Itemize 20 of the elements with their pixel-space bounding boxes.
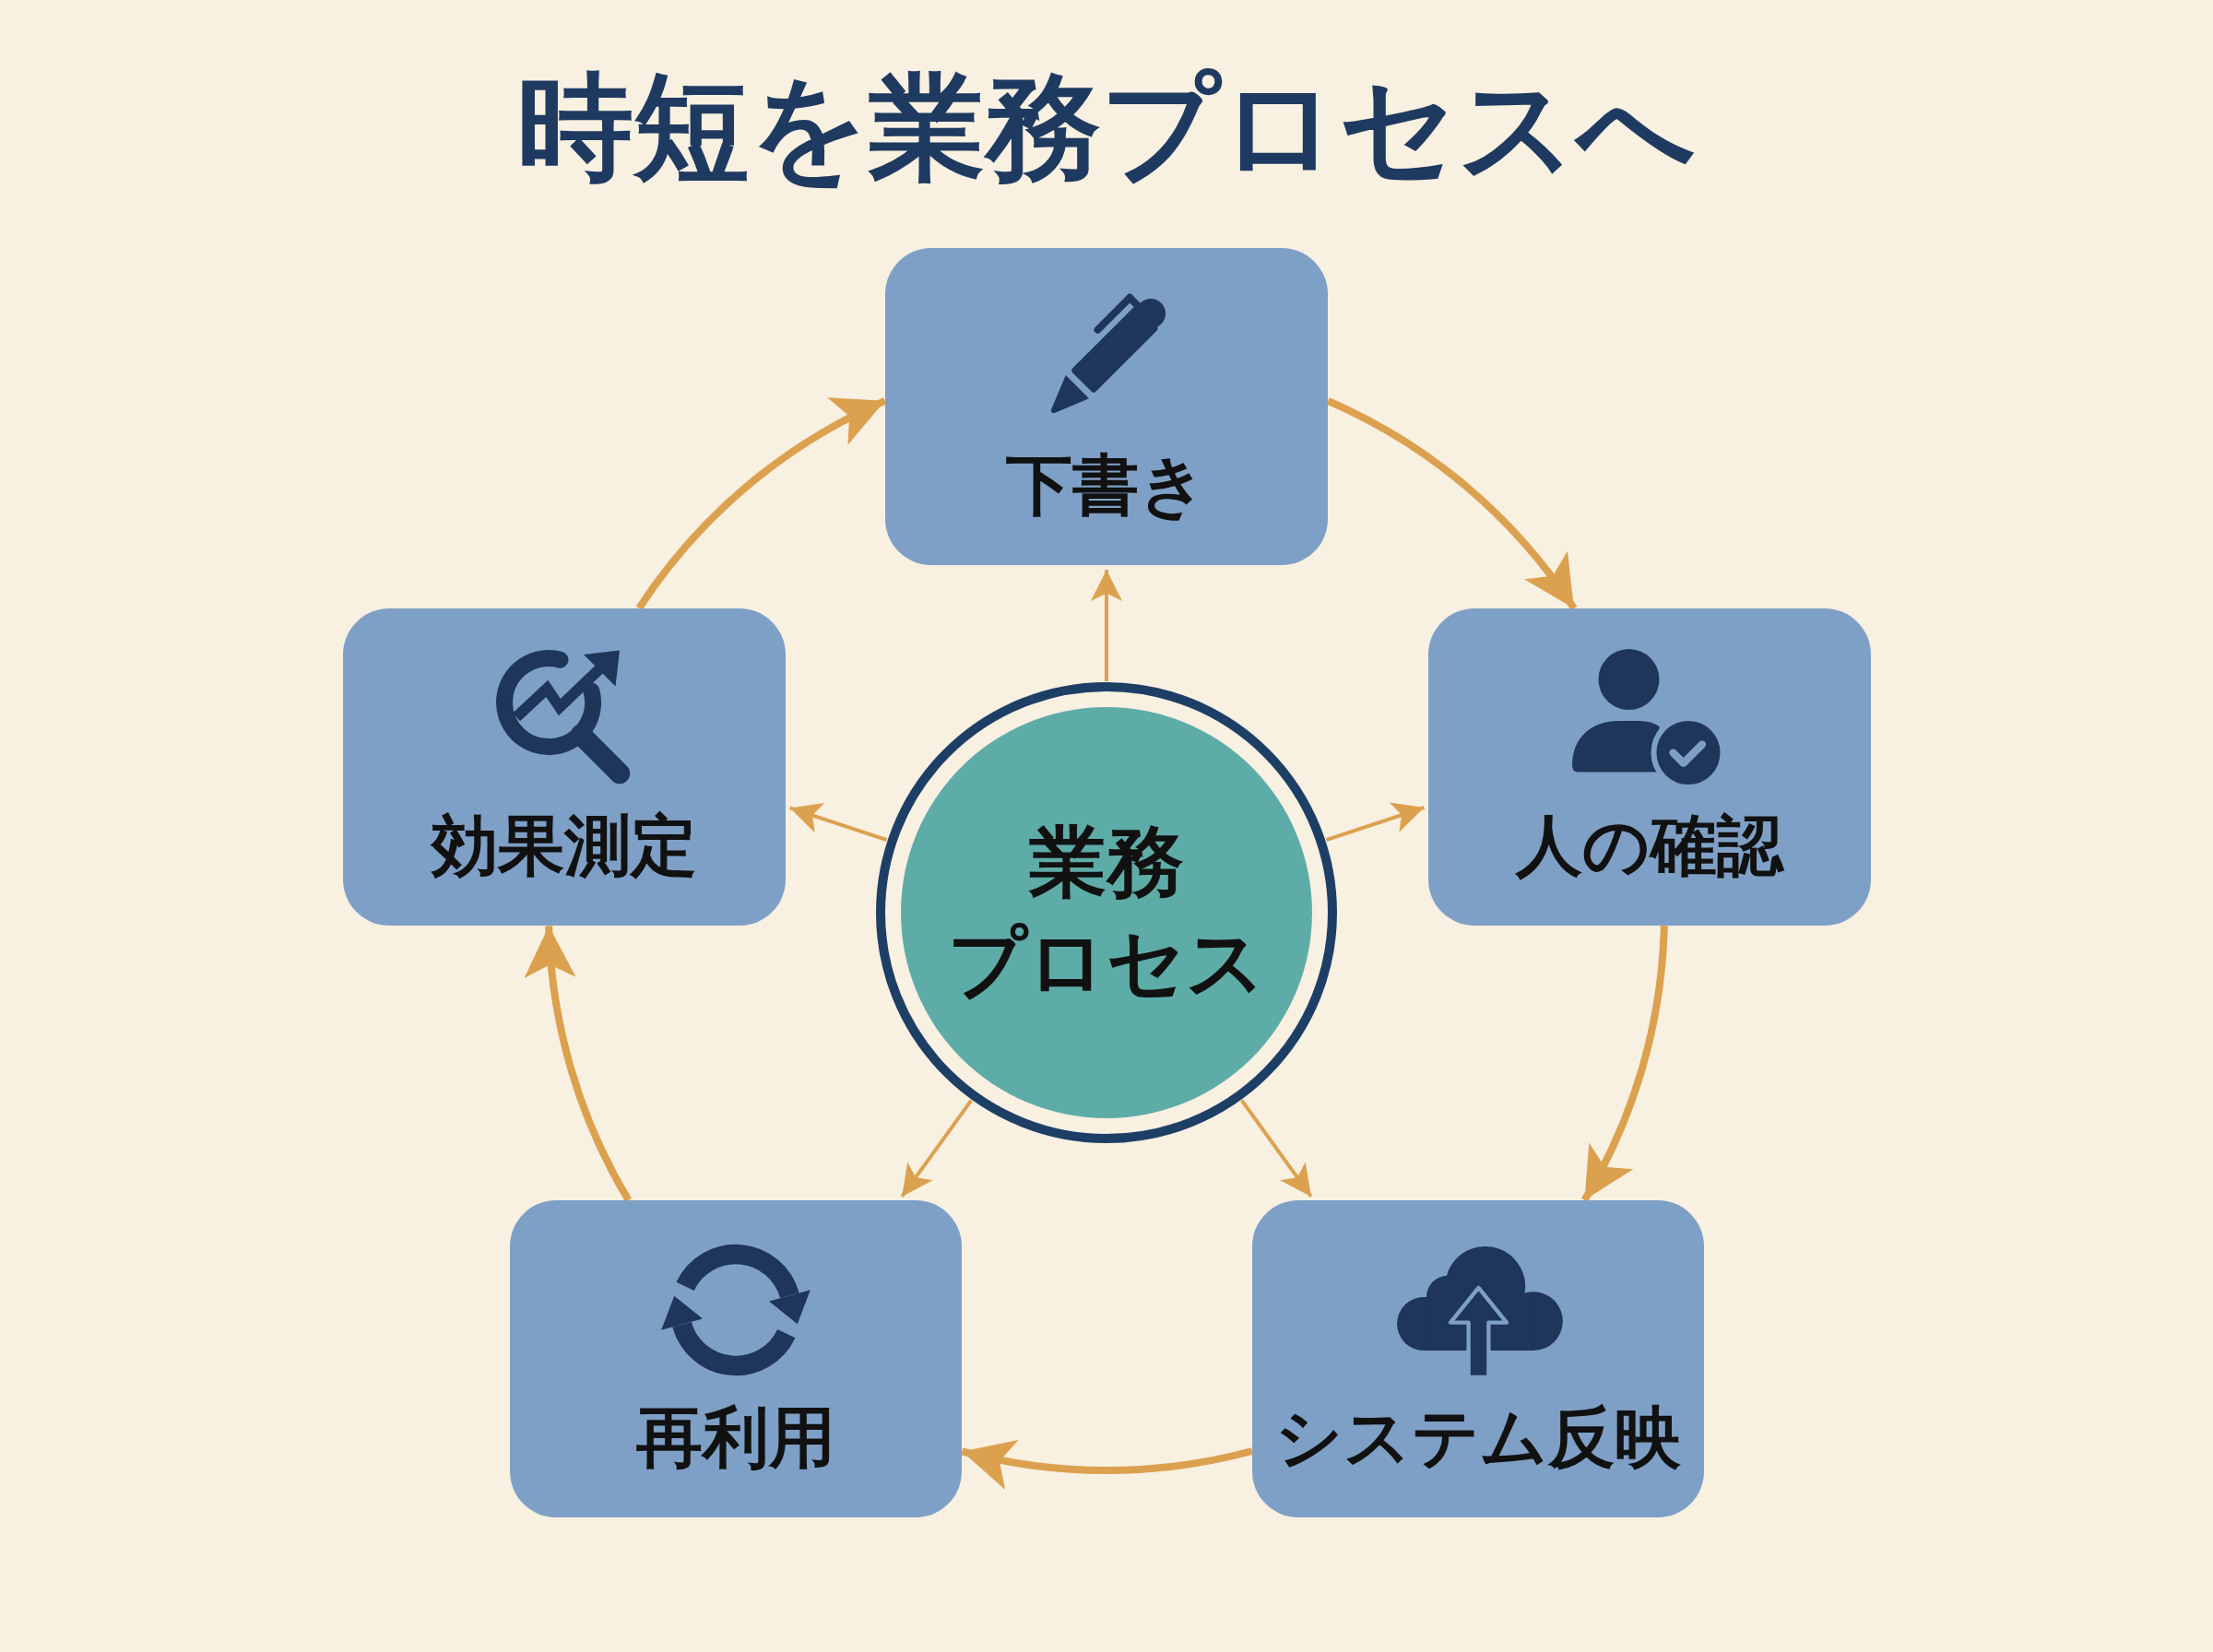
arrow (900, 1099, 973, 1198)
step-label: システム反映 (1274, 1399, 1682, 1476)
arrow (635, 397, 887, 611)
step-card (1252, 1200, 1704, 1517)
arrow (1091, 570, 1122, 681)
arrow (789, 802, 888, 842)
hub-label: 業務プロセス (947, 817, 1266, 1008)
step-card (510, 1200, 962, 1517)
step-card (885, 248, 1328, 565)
step-label: 効果測定 (430, 808, 698, 884)
step-label: 再利用 (635, 1399, 836, 1476)
step-card (1428, 608, 1871, 926)
step-card (343, 608, 786, 926)
step-label: 人の確認 (1514, 808, 1785, 884)
step-label: 下書き (1005, 447, 1208, 524)
arrow (527, 926, 633, 1202)
arrow (1326, 397, 1578, 611)
arrow (1325, 802, 1425, 842)
arrow (1240, 1099, 1313, 1198)
arrow (1580, 925, 1668, 1202)
